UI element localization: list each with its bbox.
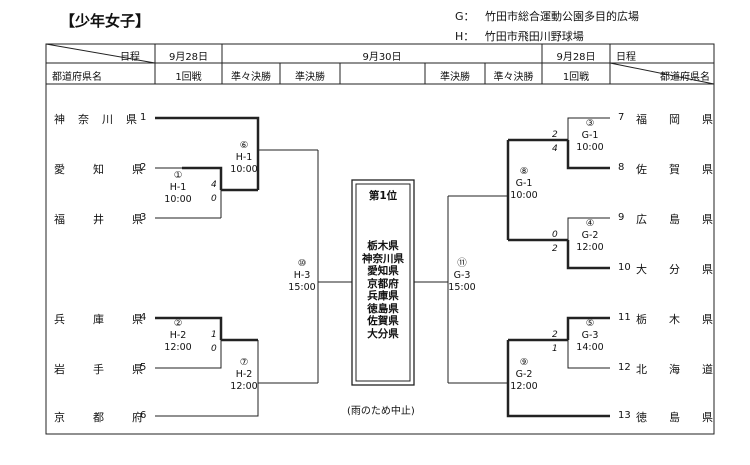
team-number: 3 — [140, 212, 147, 223]
score: 0 — [211, 344, 217, 354]
team-name-right: 大分県 — [636, 263, 735, 276]
champion-team: 兵庫県 — [367, 290, 399, 302]
score: 0 — [552, 230, 558, 240]
venue-name: 竹田市飛田川野球場 — [484, 30, 584, 43]
team-number: 2 — [140, 162, 147, 173]
team-number: 4 — [140, 312, 147, 323]
team-number: 1 — [140, 112, 147, 123]
team-number: 8 — [618, 162, 625, 173]
header-pref-label-left: 都道府県名 — [52, 72, 102, 83]
champion-team: 神奈川県 — [362, 252, 404, 265]
header-qf-left: 準々決勝 — [231, 72, 271, 83]
header-date-right: 9月28日 — [556, 52, 596, 63]
champion-team: 徳島県 — [367, 302, 399, 315]
champion-teams: 栃木県 神奈川県 愛知県 京都府 兵庫県 徳島県 佐賀県 大分県 — [356, 240, 410, 340]
champion-box-outer — [351, 179, 415, 386]
score: 2 — [552, 130, 558, 140]
team-name-left: 福井県 — [54, 213, 171, 226]
team-name-left: 岩手県 — [54, 363, 171, 376]
team-name-right: 佐賀県 — [636, 163, 735, 176]
champion-team: 栃木県 — [367, 240, 399, 252]
team-name-right: 福岡県 — [636, 113, 735, 126]
team-number: 7 — [618, 112, 625, 123]
score: 1 — [211, 330, 217, 340]
team-name-right: 北海道 — [636, 363, 735, 376]
header-schedule-label-right: 日程 — [616, 52, 636, 63]
team-name-left: 京都府 — [54, 411, 171, 424]
score: 1 — [552, 344, 558, 354]
score: 4 — [211, 180, 217, 190]
venue-g: G： 竹田市総合運動公園多目的広場 — [455, 8, 639, 24]
header-round1-right: 1回戦 — [562, 72, 590, 83]
header-qf-right: 準々決勝 — [493, 72, 534, 83]
team-name-left: 兵庫県 — [54, 313, 171, 326]
venue-h: H： 竹田市飛田川野球場 — [455, 28, 584, 44]
score: 0 — [211, 194, 217, 204]
champion-team: 佐賀県 — [367, 315, 399, 327]
header-sf-left: 準決勝 — [295, 72, 325, 83]
champion-label: 第1位 — [368, 190, 398, 202]
team-number: 10 — [618, 262, 631, 273]
team-name-right: 徳島県 — [636, 411, 735, 424]
team-name-left: 神奈川県 — [54, 113, 150, 126]
page-title: 【少年女子】 — [60, 12, 151, 30]
team-number: 11 — [618, 312, 631, 323]
cancel-note: (雨のため中止) — [347, 406, 415, 417]
team-number: 13 — [618, 410, 631, 421]
champion-team: 愛知県 — [367, 265, 399, 277]
champion-team: 京都府 — [367, 277, 399, 290]
team-number: 9 — [618, 212, 625, 223]
header-date-left: 9月28日 — [168, 52, 209, 63]
champion-team: 大分県 — [367, 327, 399, 340]
team-name-right: 広島県 — [636, 213, 735, 226]
team-number: 6 — [140, 410, 147, 421]
team-name-right: 栃木県 — [636, 313, 735, 326]
header-date-mid: 9月30日 — [362, 52, 402, 63]
score: 2 — [552, 244, 558, 254]
score: 4 — [552, 144, 558, 154]
team-number: 12 — [618, 362, 631, 373]
header-round1-left: 1回戦 — [175, 72, 202, 83]
team-number: 5 — [140, 362, 147, 373]
venue-code: H： — [455, 30, 475, 43]
header-schedule-label-left: 日程 — [120, 52, 140, 63]
header-pref-label-right: 都道府県名 — [660, 72, 710, 83]
team-name-left: 愛知県 — [54, 163, 171, 176]
venue-name: 竹田市総合運動公園多目的広場 — [485, 10, 640, 23]
header-sf-right: 準決勝 — [440, 72, 470, 83]
champion-box-inner — [355, 183, 411, 382]
score: 2 — [552, 330, 558, 340]
outer-frame — [45, 43, 715, 435]
venue-code: G： — [455, 10, 475, 23]
